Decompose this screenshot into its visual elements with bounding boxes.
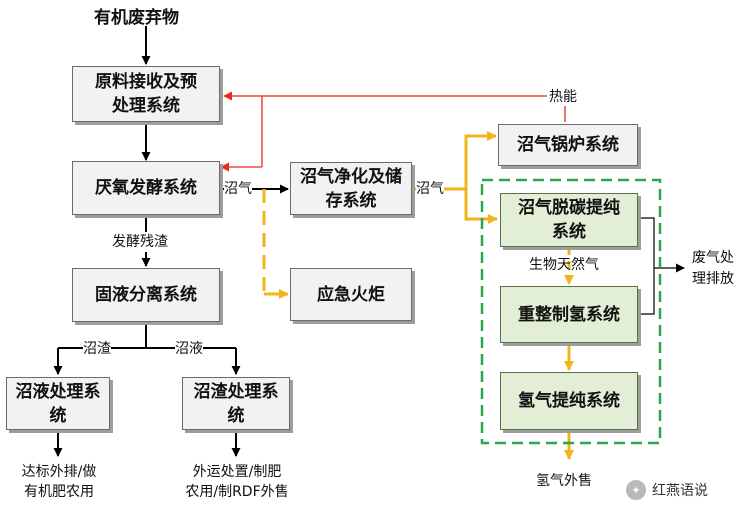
anaerobic-box: 厌氧发酵系统 [72, 161, 220, 215]
bng-label: 生物天然气 [529, 257, 599, 273]
h2-purify-text: 氢气提纯系统 [518, 391, 620, 411]
hydrogen-group-frame [480, 178, 662, 445]
torch-text: 应急火炬 [317, 284, 385, 305]
wechat-icon: ✦ [626, 480, 646, 500]
separation-text: 固液分离系统 [95, 285, 197, 305]
purify-text: 沼气净化及储存系统 [300, 166, 402, 211]
boiler-text: 沼气锅炉系统 [517, 135, 619, 155]
ferment-residue-label: 发酵残渣 [112, 232, 168, 252]
residue-text: 沼渣处理系统 [193, 381, 279, 426]
liquid-output-line-2: 有机肥农用 [24, 484, 94, 500]
biogas-label-1: 沼气 [224, 180, 252, 198]
h2-purify-box: 氢气提纯系统 [500, 372, 638, 430]
reform-text: 重整制氢系统 [518, 304, 620, 325]
biogas-label-2: 沼气 [416, 180, 444, 198]
torch-box: 应急火炬 [290, 268, 412, 321]
separation-box: 固液分离系统 [72, 268, 220, 322]
exhaust-label-1: 废气处 [692, 250, 734, 266]
input-title: 有机废弃物 [94, 8, 179, 28]
h2-sale-label: 氢气外售 [536, 473, 592, 489]
purify-box: 沼气净化及储存系统 [290, 162, 412, 215]
watermark-text: 红燕语说 [652, 483, 708, 499]
liquid-box: 沼液处理系统 [6, 377, 110, 430]
exhaust-label-2: 理排放 [692, 271, 734, 287]
slag-label: 沼渣 [83, 340, 111, 358]
decarb-text: 沼气脱碳提纯系统 [518, 198, 620, 242]
raw-receiving-text: 原料接收及预处理系统 [95, 72, 197, 116]
reform-box: 重整制氢系统 [500, 286, 638, 343]
slurry-label: 沼液 [175, 340, 203, 358]
residue-output-line-1: 外运处置/制肥 [192, 464, 282, 480]
residue-box: 沼渣处理系统 [182, 377, 290, 430]
watermark: ✦ 红燕语说 [626, 480, 708, 500]
liquid-text: 沼液处理系统 [15, 381, 101, 426]
liquid-output: 达标外排/做 有机肥农用 [4, 462, 114, 502]
residue-output-line-2: 农用/制RDF外售 [185, 484, 289, 500]
residue-output: 外运处置/制肥 农用/制RDF外售 [172, 462, 302, 502]
decarb-box: 沼气脱碳提纯系统 [500, 193, 638, 247]
heat-label: 热能 [547, 88, 579, 106]
arrow-to-decarb [464, 189, 498, 224]
liquid-output-line-1: 达标外排/做 [21, 464, 97, 480]
raw-receiving-box: 原料接收及预处理系统 [72, 66, 220, 122]
boiler-box: 沼气锅炉系统 [498, 124, 638, 166]
anaerobic-text: 厌氧发酵系统 [95, 178, 197, 198]
heat-return-line [261, 95, 566, 167]
